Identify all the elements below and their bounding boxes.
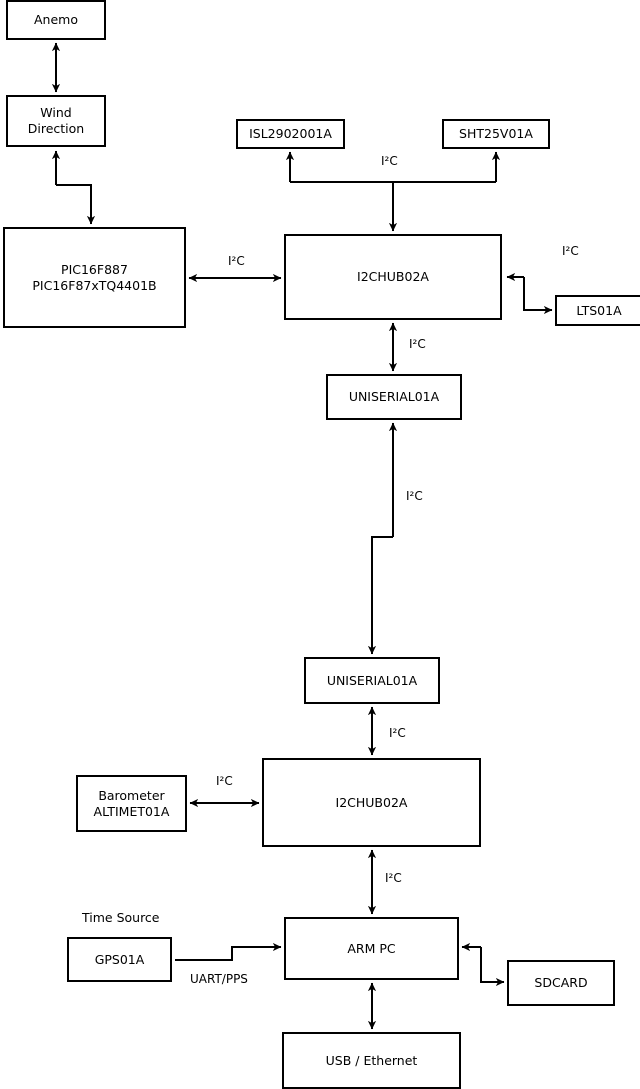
- edge-arm-sdcard-path: [480, 947, 505, 987]
- node-sht25v01a[interactable]: SHT25V01A: [442, 119, 550, 149]
- node-uniserial01a-upper[interactable]: UNISERIAL01A: [326, 374, 462, 420]
- node-i2chub02a-bottom[interactable]: I2CHUB02A: [262, 758, 481, 847]
- edge-uni-uni-down: [367, 536, 393, 655]
- edge-gps-arm: [175, 942, 282, 961]
- node-sdcard[interactable]: SDCARD: [507, 960, 615, 1006]
- node-pic-microcontroller[interactable]: PIC16F887 PIC16F87xTQ4401B: [3, 227, 186, 328]
- edge-label-i2c-lts: I²C: [562, 244, 579, 258]
- node-barometer-altimet01a[interactable]: Barometer ALTIMET01A: [76, 775, 187, 832]
- node-arm-pc[interactable]: ARM PC: [284, 917, 459, 980]
- edge-hub-lts-path: [523, 277, 553, 315]
- node-uniserial01a-lower[interactable]: UNISERIAL01A: [304, 657, 440, 704]
- node-wind-direction[interactable]: Wind Direction: [6, 95, 106, 147]
- edge-pic-winddir-path: [56, 184, 96, 225]
- node-isl2902001a[interactable]: ISL2902001A: [236, 119, 345, 149]
- edge-label-i2c-uniserial-uniserial: I²C: [406, 489, 423, 503]
- edge-label-i2c-barometer: I²C: [216, 774, 233, 788]
- node-gps01a[interactable]: GPS01A: [67, 937, 172, 982]
- edge-label-uart-pps: UART/PPS: [190, 972, 248, 986]
- node-i2chub02a-top[interactable]: I2CHUB02A: [284, 234, 502, 320]
- edge-label-i2c-pic-hub: I²C: [228, 254, 245, 268]
- label-time-source: Time Source: [82, 910, 160, 925]
- edge-label-i2c-hub-armpc: I²C: [385, 871, 402, 885]
- edge-label-i2c-uniserial-hub: I²C: [389, 726, 406, 740]
- edge-label-i2c-hub-uniserial: I²C: [409, 337, 426, 351]
- node-usb-ethernet[interactable]: USB / Ethernet: [282, 1032, 461, 1089]
- node-anemo[interactable]: Anemo: [6, 0, 106, 40]
- node-lts01a[interactable]: LTS01A: [555, 295, 640, 326]
- edge-label-i2c-sensors-top: I²C: [381, 154, 398, 168]
